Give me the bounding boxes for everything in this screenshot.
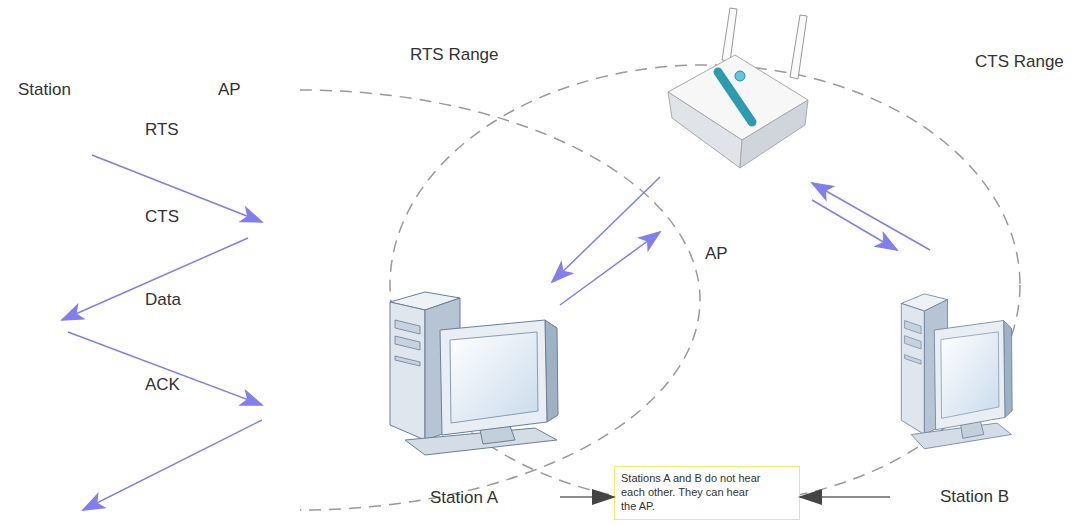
computer-illustration <box>901 294 1012 449</box>
column-heading: AP <box>218 80 241 100</box>
station-node: Station B <box>890 250 1050 510</box>
signal-arrow <box>560 232 660 305</box>
frame-label: RTS <box>145 120 179 140</box>
signal-arrow <box>552 177 660 282</box>
rts-range-outline <box>300 90 700 510</box>
pointer-arrow <box>560 496 614 498</box>
frame-label: Data <box>145 290 181 310</box>
sequence-arrow <box>83 420 262 510</box>
node-label: Station A <box>430 488 498 508</box>
sequence-arrow <box>62 238 248 320</box>
note-text: Stations A and B do not hear each other.… <box>615 467 763 513</box>
signal-arrow <box>812 183 930 250</box>
signal-arrow <box>812 200 897 250</box>
sequence-arrow <box>68 332 262 405</box>
access-point-illustration <box>668 8 808 168</box>
note-box: Stations A and B do not hear each other.… <box>614 466 800 520</box>
column-heading: Station <box>18 80 71 100</box>
cts-range-outline <box>390 65 1020 505</box>
station-node: Station A <box>380 282 560 510</box>
access-point-node: AP <box>660 0 812 265</box>
pointer-arrow <box>800 496 890 498</box>
node-label: AP <box>705 244 728 264</box>
node-label: Station B <box>940 487 1009 507</box>
computer-illustration <box>390 292 558 455</box>
range-label: RTS Range <box>410 45 499 65</box>
range-label: CTS Range <box>975 52 1064 72</box>
frame-label: CTS <box>145 207 179 227</box>
frame-label: ACK <box>145 375 180 395</box>
